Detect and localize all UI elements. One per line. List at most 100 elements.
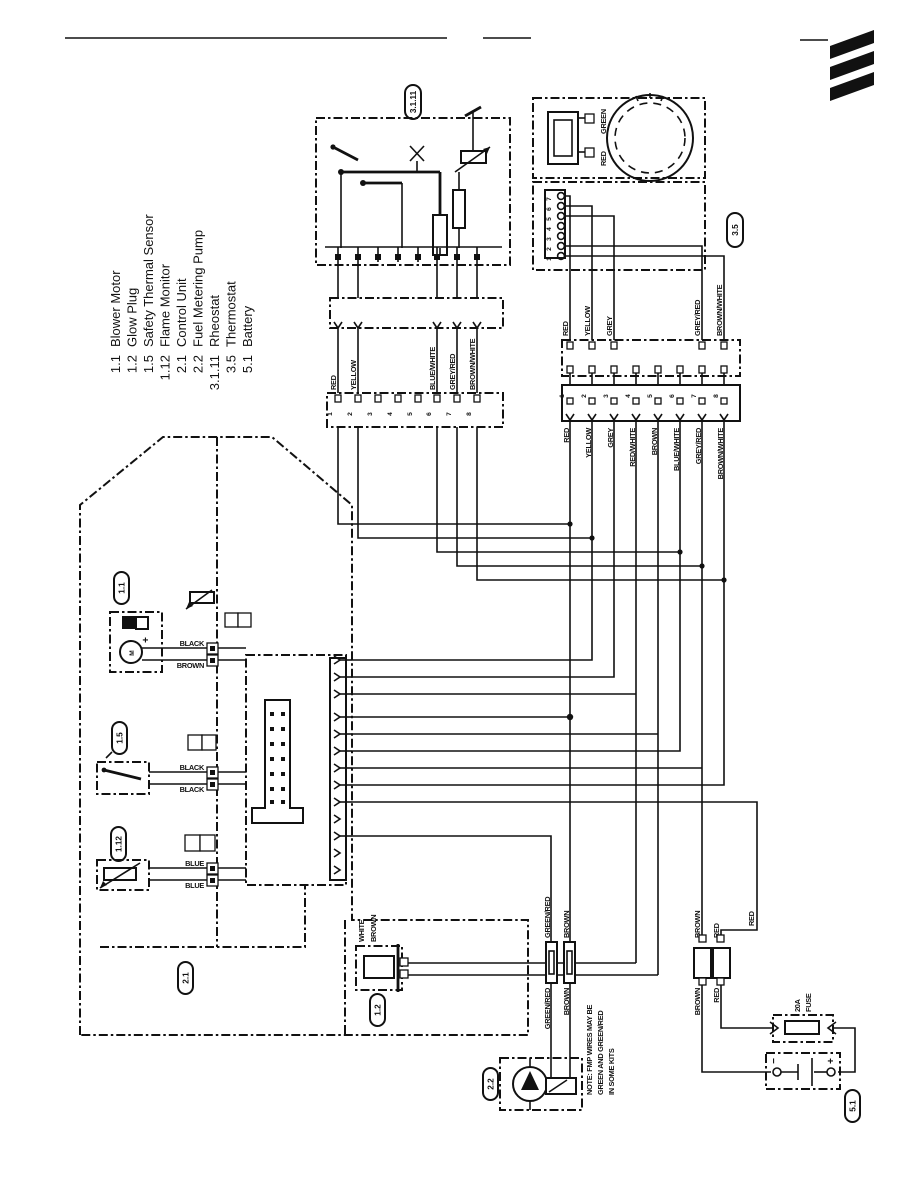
svg-text:2: 2 [347,412,354,416]
svg-text:7: 7 [546,197,553,201]
glow-plug-module: WHITE BROWN 1.2 [355,915,658,1027]
safety-tag-pill [111,721,128,755]
rheostat-tag: 3.1.11 [409,90,418,113]
diode-icon [185,589,215,610]
wire-label: GREY [605,316,614,336]
motor-m: M [129,650,136,656]
rheostat-harness: RED YELLOW BLUE/WHITE GREY/RED BROWN/WHI… [326,265,727,583]
flame-monitor-module: 1.12 BLUE BLUE [96,826,246,891]
wire-label: YELLOW [584,428,593,458]
legend-number: 2.2 [191,355,206,373]
battery-circuit: BROWN RED BROWN RED 20A FUSE − + [693,911,861,1123]
rheostat-plug-upper [329,297,504,329]
svg-text:7: 7 [446,412,453,416]
thermostat-connector [544,189,566,259]
lamp-icon [409,145,425,172]
svg-text:6: 6 [669,394,676,398]
wire-label: BLACK [180,639,205,648]
legend-label: Blower Motor [108,270,123,347]
battery-tag: 5.1 [849,1100,858,1112]
wire-label: YELLOW [349,360,358,390]
main-harness: RED YELLOW GREY GREY/RED BROWN/WHITE 1 2… [559,284,741,479]
svg-text:1: 1 [546,257,553,261]
wire-label: BROWN [650,428,659,455]
control-unit-pins [333,655,352,875]
wire-label: BLACK [180,785,205,794]
glow-tag: 1.2 [374,1004,383,1016]
legend-number: 1.5 [141,355,156,373]
safety-sensor-module: 1.5 BLACK BLACK [96,721,246,795]
control-unit-tag-pill [177,961,194,995]
control-unit-module: 2.1 [177,654,352,995]
wire-label: BROWN [693,988,702,1015]
battery-tag-pill [844,1089,861,1123]
safety-tag: 1.5 [116,732,125,744]
fuse-label: 20A [793,998,802,1012]
legend-number: 3.1.11 [207,355,222,390]
legend-label: Flame Monitor [158,263,173,347]
svg-text:7: 7 [691,394,698,398]
legend-number: 3.5 [224,355,239,373]
rheostat-plug-pin-numbers: 1 2 3 4 5 6 7 8 [327,394,481,416]
svg-text:4: 4 [625,394,632,398]
wire-label: RED [562,427,571,443]
wire-label: BROWN [693,911,702,938]
svg-text:2: 2 [546,247,553,251]
motor-plus: + [141,637,152,643]
thermostat-tag: 3.5 [731,224,740,236]
wire-label: YELLOW [583,306,592,336]
pump-note-line: GREEN AND GREEN/RED [596,1010,605,1095]
pump-note-line: NOTE: FMP WIRES MAY BE [585,1004,594,1095]
svg-text:5: 5 [546,217,553,221]
svg-text:1: 1 [327,412,334,416]
thermostat-tag-pill [726,212,744,248]
legend-label: Glow Plug [125,288,140,347]
svg-text:3: 3 [603,394,610,398]
wire-label: BLUE [185,859,204,868]
legend-label: Thermostat [224,281,239,347]
wire-label: BROWN/WHITE [715,284,724,336]
svg-text:5: 5 [407,412,414,416]
wire-label: RED [747,910,756,926]
wire-label: BLUE/WHITE [428,347,437,390]
led-green-label: GREEN [599,109,608,134]
wire-label: GREEN/RED [543,987,552,1029]
wire-label: RED [329,374,338,390]
wire-label: GREY [606,428,615,448]
wire-label: GREEN/RED [543,896,552,938]
pump-note-line: IN SOME KITS [607,1048,616,1095]
switch-lever-icon [464,105,482,151]
glow-tag-pill [369,993,386,1027]
wire-label: RED/WHITE [628,428,637,467]
svg-text:2: 2 [581,394,588,398]
legend-label: Safety Thermal Sensor [141,214,156,347]
thermostat-pins: 7 6 5 4 3 2 1 [546,191,566,261]
wire-label: BLACK [180,763,205,772]
thermostat-module: GREEN RED 7 6 5 4 3 2 1 3.5 [532,93,744,340]
battery-minus: − [769,1058,780,1064]
svg-text:3: 3 [367,412,374,416]
thermostat-dial [606,93,694,182]
brand-logo-icon [830,30,874,101]
legend-number: 1.1 [108,355,123,373]
wire-label: GREY/RED [693,299,702,336]
legend-number: 2.1 [174,355,189,373]
legend-label: Fuel Metering Pump [191,230,206,347]
legend-number: 1.2 [125,355,140,373]
wire-label: GREY/RED [448,353,457,390]
battery-connector [693,947,712,979]
svg-text:6: 6 [546,207,553,211]
legend-label: Control Unit [174,278,189,347]
header [65,30,874,101]
fuse [769,1014,837,1043]
wire-label: BROWN [562,988,571,1015]
wire-label: RED [712,987,721,1003]
svg-text:4: 4 [387,412,394,416]
wire-label: BROWN [562,911,571,938]
legend: 1.1 Blower Motor 1.2 Glow Plug 1.5 Safet… [108,214,255,391]
legend-label: Battery [240,305,255,347]
led-red-label: RED [599,150,608,166]
control-unit-tag: 2.1 [182,972,191,984]
